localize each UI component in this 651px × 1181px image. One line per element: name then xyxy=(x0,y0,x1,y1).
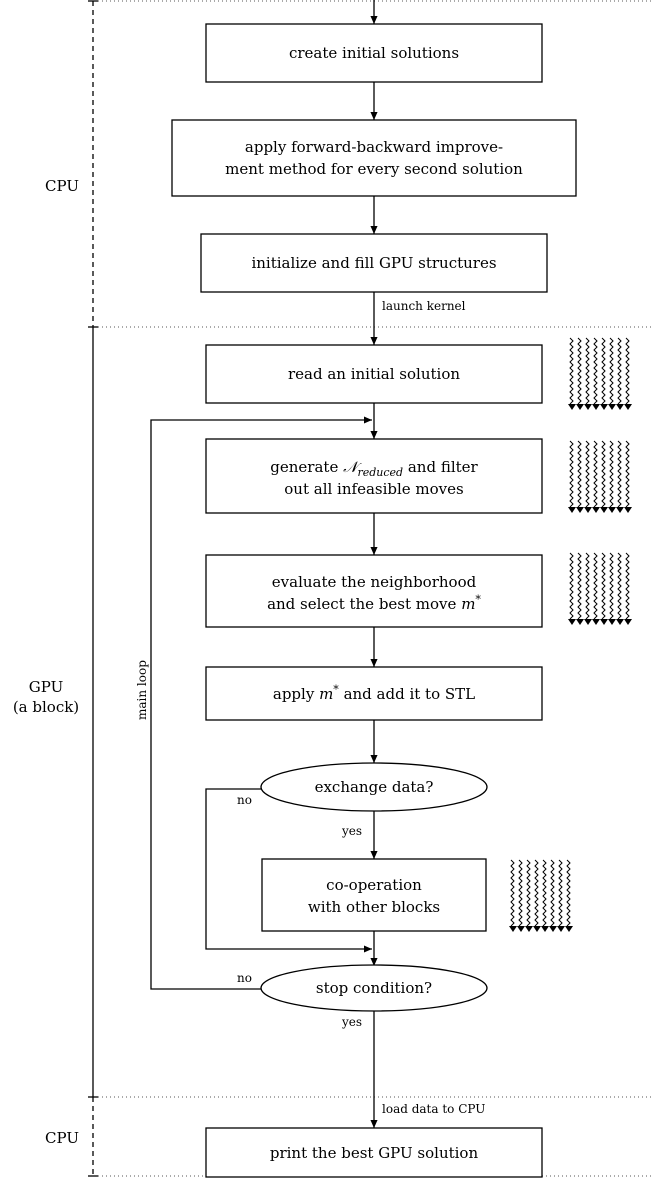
box-apply-move: apply m* and add it to STL xyxy=(273,683,475,703)
parallel-threads-icon xyxy=(509,860,573,932)
edge-label-exchange-no: no xyxy=(237,793,252,807)
flow-arrows xyxy=(150,0,378,1128)
box-initialize-gpu: initialize and fill GPU structures xyxy=(251,254,496,272)
decision-exchange-data xyxy=(260,762,488,812)
section-label-cpu-top: CPU xyxy=(45,177,79,195)
box-generate-line1: generate 𝒩reduced and filter xyxy=(270,458,478,479)
move-star: * xyxy=(475,593,481,606)
parallel-threads-icon xyxy=(568,441,632,513)
apply-move-star: * xyxy=(333,683,339,696)
cpu-bottom-bracket xyxy=(88,1097,98,1177)
neighborhood-subscript: reduced xyxy=(357,466,403,479)
box-create-initial-solutions: create initial solutions xyxy=(289,44,459,62)
box-print-best-solution: print the best GPU solution xyxy=(270,1144,479,1162)
box-cooperation-line1: co-operation xyxy=(326,876,422,894)
decision-stop-condition xyxy=(260,964,488,1012)
decision-stop-label: stop condition? xyxy=(316,979,432,997)
move-symbol: m xyxy=(461,595,475,613)
apply-move-symbol: m xyxy=(319,685,333,703)
generate-text-post: and filter xyxy=(403,458,478,476)
apply-text: apply xyxy=(273,685,319,703)
parallel-threads-icon xyxy=(568,338,632,410)
neighborhood-symbol: 𝒩 xyxy=(343,458,362,476)
section-label-cpu-bottom: CPU xyxy=(45,1129,79,1147)
edge-label-exchange-yes: yes xyxy=(341,824,362,838)
edge-label-launch-kernel: launch kernel xyxy=(382,299,466,313)
edge-label-stop-yes: yes xyxy=(341,1015,362,1029)
box-forward-backward-line2: ment method for every second solution xyxy=(225,160,523,178)
section-label-gpu-sub: (a block) xyxy=(13,698,79,716)
section-label-gpu: GPU xyxy=(29,678,63,696)
edge-label-load-data: load data to CPU xyxy=(382,1102,485,1116)
generate-text: generate xyxy=(270,458,343,476)
box-evaluate-line1: evaluate the neighborhood xyxy=(272,573,477,591)
process-boxes xyxy=(171,23,577,1178)
edge-label-stop-no: no xyxy=(237,971,252,985)
box-forward-backward-line1: apply forward-backward improve- xyxy=(245,138,503,156)
decision-exchange-label: exchange data? xyxy=(315,778,434,796)
gpu-bracket xyxy=(88,326,98,1098)
cpu-top-bracket xyxy=(88,0,98,327)
box-evaluate-line2: and select the best move m* xyxy=(267,593,481,613)
box-read-initial-solution: read an initial solution xyxy=(288,365,460,383)
evaluate-text: and select the best move xyxy=(267,595,461,613)
box-cooperation-line2: with other blocks xyxy=(308,898,440,916)
box-generate-line2: out all infeasible moves xyxy=(284,480,463,498)
parallel-threads-icon xyxy=(568,553,632,625)
apply-text-post: and add it to STL xyxy=(339,685,475,703)
edge-label-main-loop: main loop xyxy=(135,660,149,720)
